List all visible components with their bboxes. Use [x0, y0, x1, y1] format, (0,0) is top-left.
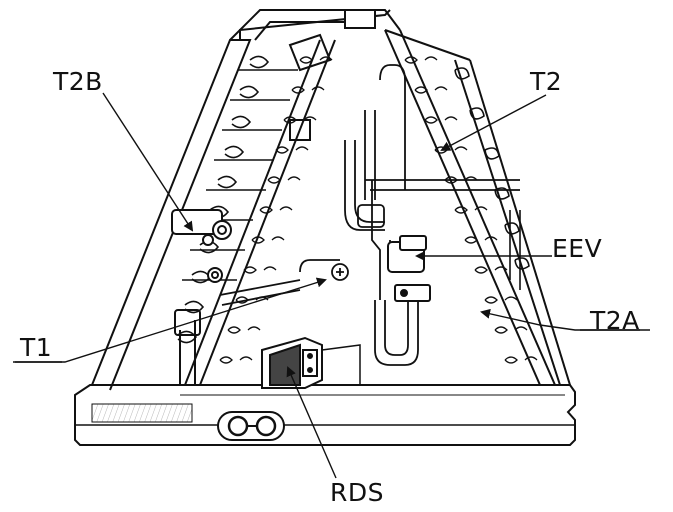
suction-fittings [171, 209, 232, 385]
label-t2: T2 [530, 67, 563, 96]
refrigerant-piping [219, 64, 520, 366]
label-t1: T1 [20, 333, 53, 362]
leader-rds [286, 366, 337, 479]
leader-t2b [102, 92, 194, 232]
eev-valve [387, 235, 431, 302]
label-underlines [13, 329, 650, 363]
label-t2a: T2A [590, 306, 640, 335]
leader-t2 [440, 94, 547, 151]
top-manifold [239, 9, 391, 141]
rds-sensor [261, 336, 361, 389]
right-coil-slab [384, 29, 571, 386]
label-eev: EEV [552, 234, 603, 263]
label-t2b: T2B [53, 67, 103, 96]
left-coil-slab [91, 9, 401, 391]
drain-pan [74, 384, 576, 446]
label-rds: RDS [330, 478, 384, 507]
